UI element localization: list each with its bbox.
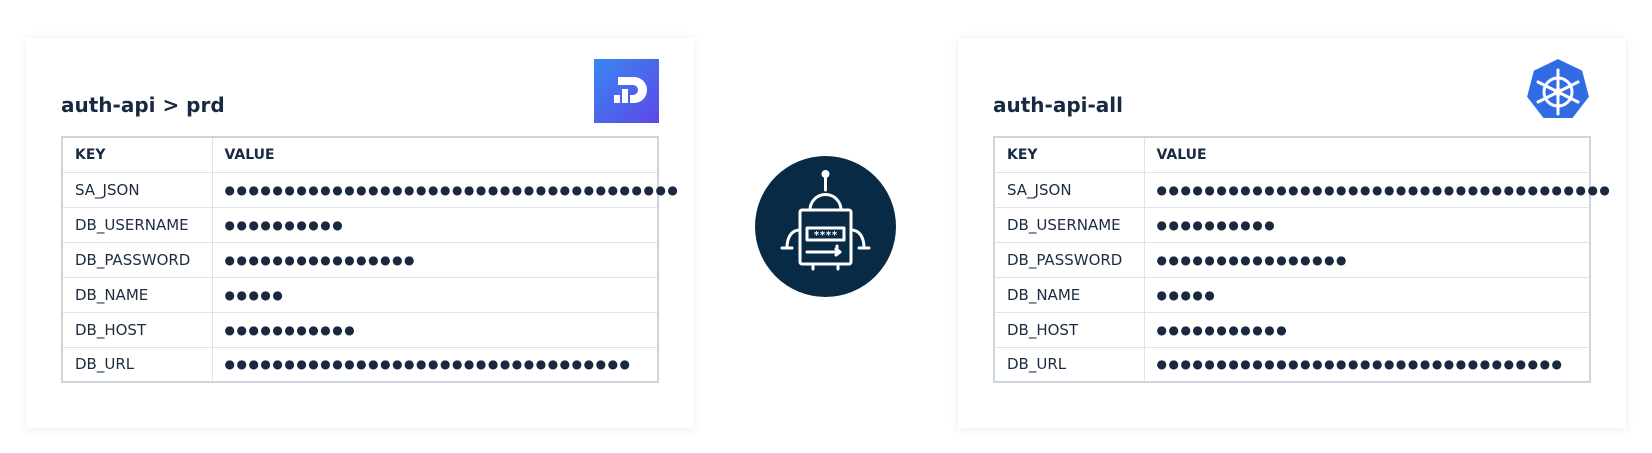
source-secrets-panel: auth-api > prd KEY VALUE [26,38,694,428]
secret-key: DB_HOST [62,312,213,348]
masked-secret-value: ●●●●●●●●●● [212,207,658,243]
masked-secret-value: ●●●●●●●●●● [1144,207,1590,243]
masked-secret-value: ●●●●●●●●●●●●●●●● [1144,242,1590,278]
table-row: DB_NAME ●●●●● [994,277,1590,313]
secret-key: DB_HOST [994,312,1145,348]
kubernetes-logo-icon [1525,57,1591,120]
table-row: DB_PASSWORD ●●●●●●●●●●●●●●●● [62,242,658,278]
table-row: SA_JSON ●●●●●●●●●●●●●●●●●●●●●●●●●●●●●●●●… [994,172,1610,208]
password-mask-text: **** [813,230,837,241]
table-row: DB_HOST ●●●●●●●●●●● [994,312,1590,348]
source-secrets-table: KEY VALUE SA_JSON ●●●●●●●●●●●●●●●●●●●●●●… [61,136,678,383]
secret-key: SA_JSON [994,172,1145,208]
masked-secret-value: ●●●●●●●●●●● [212,312,658,348]
secret-key: DB_PASSWORD [62,242,213,278]
kubernetes-secret-title: auth-api-all [993,93,1124,117]
key-column-header: KEY [62,137,213,173]
table-row: SA_JSON ●●●●●●●●●●●●●●●●●●●●●●●●●●●●●●●●… [62,172,678,208]
secret-key: DB_USERNAME [62,207,213,243]
masked-secret-value: ●●●●●●●●●●●●●●●● [212,242,658,278]
source-config-title: auth-api > prd [61,93,225,117]
kubernetes-secrets-panel: auth-api-all KEY VALUE SA_JSON [958,38,1626,428]
secret-key: DB_URL [62,347,213,382]
table-row: DB_USERNAME ●●●●●●●●●● [994,207,1590,243]
value-column-header: VALUE [1144,137,1590,173]
table-row: DB_USERNAME ●●●●●●●●●● [62,207,658,243]
secret-key: DB_NAME [62,277,213,313]
secret-key: DB_PASSWORD [994,242,1145,278]
secret-key: DB_USERNAME [994,207,1145,243]
masked-secret-value: ●●●●●●●●●●●●●●●●●●●●●●●●●●●●●●●●●● [1156,357,1564,372]
doppler-logo-icon [594,59,659,123]
masked-secret-value: ●●●●●●●●●●● [1144,312,1590,348]
table-header-row: KEY VALUE [62,137,658,173]
masked-secret-value: ●●●●●●●●●●●●●●●●●●●●●●●●●●●●●●●●●●●●●● [1144,172,1610,208]
table-row: DB_URL ●●●●●●●●●●●●●●●●●●●●●●●●●●●●●●●●●… [62,347,658,382]
table-row: DB_HOST ●●●●●●●●●●● [62,312,658,348]
value-column-header: VALUE [212,137,658,173]
secret-key: DB_URL [994,347,1145,382]
key-column-header: KEY [994,137,1145,173]
masked-secret-value: ●●●●● [212,277,658,313]
table-row: DB_PASSWORD ●●●●●●●●●●●●●●●● [994,242,1590,278]
masked-secret-value: ●●●●●●●●●●●●●●●●●●●●●●●●●●●●●●●●●●●●●● [212,172,678,208]
table-header-row: KEY VALUE [994,137,1590,173]
secret-key: SA_JSON [62,172,213,208]
masked-secret-value: ●●●●●●●●●●●●●●●●●●●●●●●●●●●●●●●●●● [224,357,632,372]
masked-secret-value: ●●●●● [1144,277,1590,313]
kubernetes-secrets-table: KEY VALUE SA_JSON ●●●●●●●●●●●●●●●●●●●●●●… [993,136,1610,383]
secret-key: DB_NAME [994,277,1145,313]
table-row: DB_NAME ●●●●● [62,277,658,313]
table-row: DB_URL ●●●●●●●●●●●●●●●●●●●●●●●●●●●●●●●●●… [994,347,1590,382]
robot-password-icon: **** [755,156,896,297]
